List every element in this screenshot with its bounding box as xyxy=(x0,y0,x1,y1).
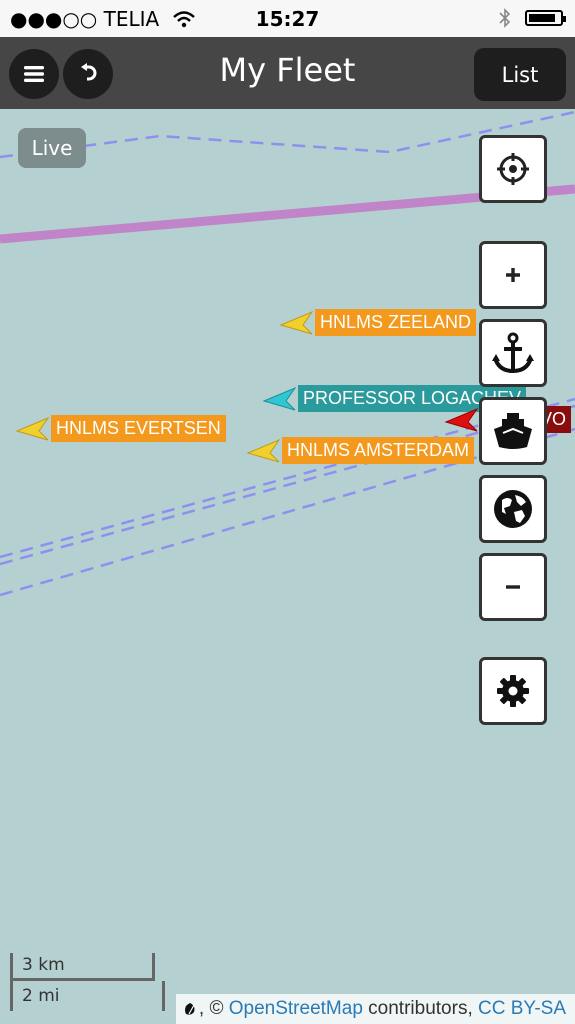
carrier-label: ●●●○○ TELIA xyxy=(10,7,196,31)
ship-arrow-icon xyxy=(279,310,314,334)
ship-marker[interactable]: HNLMS EVERTSEN xyxy=(15,415,226,442)
zoom-out-button[interactable] xyxy=(479,553,547,621)
leaflet-icon xyxy=(184,1003,195,1015)
top-bar: My Fleet List xyxy=(0,37,575,109)
ship-arrow-icon xyxy=(262,386,297,410)
scale-mi: 2 mi xyxy=(10,981,165,1011)
status-bar: ●●●○○ TELIA 15:27 xyxy=(0,0,575,37)
zoom-in-button[interactable] xyxy=(479,241,547,309)
ship-label: HNLMS AMSTERDAM xyxy=(282,437,475,464)
anchor-icon xyxy=(492,332,534,374)
list-button[interactable]: List xyxy=(474,48,566,101)
battery-icon xyxy=(525,10,566,26)
ship-arrow-icon xyxy=(246,438,281,462)
scale-km: 3 km xyxy=(10,953,155,981)
menu-button[interactable] xyxy=(9,49,59,99)
map-attribution: , © OpenStreetMap contributors, CC BY-SA xyxy=(175,994,575,1024)
back-button[interactable] xyxy=(63,49,113,99)
ship-marker[interactable]: HNLMS AMSTERDAM xyxy=(246,437,475,464)
ship-label: HNLMS EVERTSEN xyxy=(51,415,226,442)
ship-icon xyxy=(494,413,532,449)
undo-icon xyxy=(81,63,97,81)
wifi-icon xyxy=(172,11,195,28)
ship-label: HNLMS ZEELAND xyxy=(315,309,477,336)
map-scale: 3 km 2 mi xyxy=(10,953,165,1013)
page-title: My Fleet xyxy=(219,51,356,89)
zoom-out-icon xyxy=(506,585,520,589)
globe-icon xyxy=(494,490,532,528)
menu-icon xyxy=(24,66,44,82)
gear-icon xyxy=(497,675,529,707)
fleet-button[interactable] xyxy=(479,397,547,465)
bluetooth-icon xyxy=(499,8,511,28)
settings-button[interactable] xyxy=(479,657,547,725)
ship-arrow-icon xyxy=(15,416,50,440)
locate-icon xyxy=(497,153,529,185)
ship-marker[interactable]: HNLMS ZEELAND xyxy=(279,309,477,336)
globe-button[interactable] xyxy=(479,475,547,543)
map-view[interactable]: Live HNLMS ZEELAND PROFESSOR LOGACHEV HN… xyxy=(0,109,575,1024)
license-link[interactable]: CC BY-SA xyxy=(478,998,566,1019)
ship-arrow-icon xyxy=(444,407,479,431)
locate-button[interactable] xyxy=(479,135,547,203)
osm-link[interactable]: OpenStreetMap xyxy=(228,998,363,1019)
clock: 15:27 xyxy=(255,7,320,31)
live-badge[interactable]: Live xyxy=(18,128,86,168)
zoom-in-icon xyxy=(506,268,520,282)
anchor-button[interactable] xyxy=(479,319,547,387)
